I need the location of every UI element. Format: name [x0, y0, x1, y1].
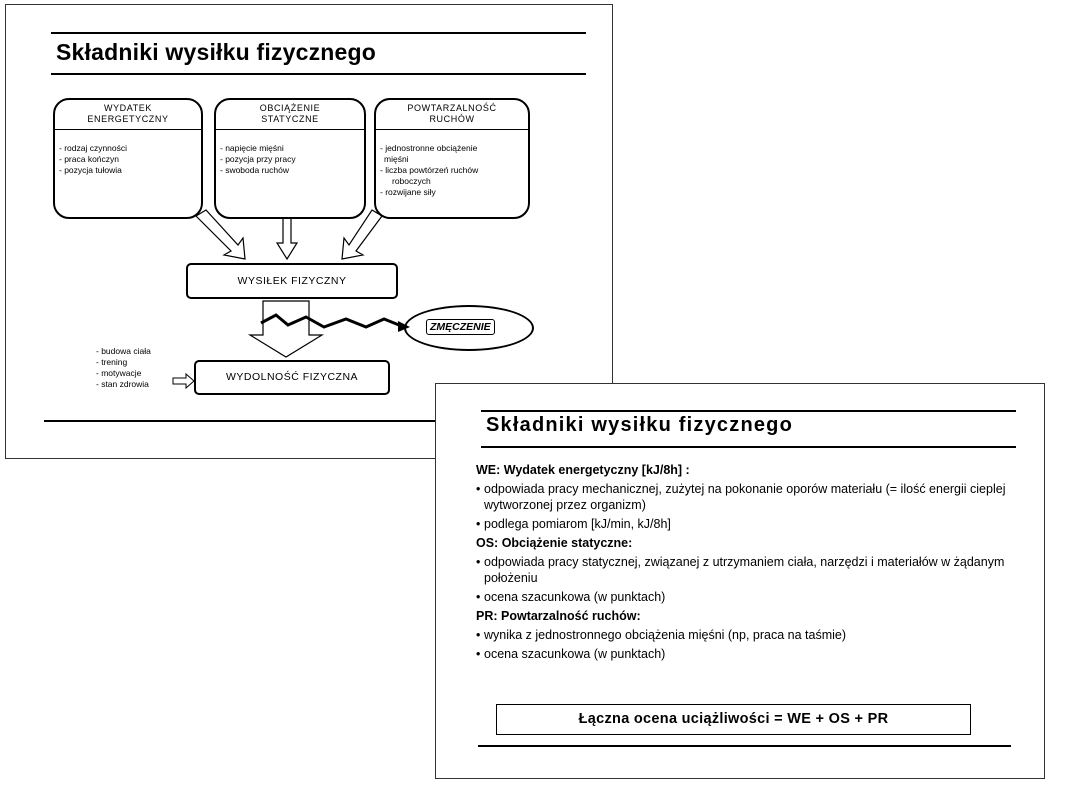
- arrow-down-capacity: [247, 300, 325, 358]
- box-static-divider: [216, 129, 364, 130]
- box-static-load: OBCIĄŻENIE STATYCZNE - napięcie mięśni -…: [214, 98, 366, 219]
- factor-item: - budowa ciała: [96, 346, 151, 356]
- box-energy-divider: [55, 129, 201, 130]
- factor-item: - motywacje: [96, 368, 142, 378]
- box-repetition-item: roboczych: [392, 176, 431, 186]
- box-repetition-item: - jednostronne obciążenie: [380, 143, 478, 153]
- box-static-head: OBCIĄŻENIE STATYCZNE: [216, 100, 364, 125]
- bullet-item: •wynika z jednostronnego obciążenia mięś…: [476, 628, 846, 642]
- bullet-item: •odpowiada pracy statycznej, związanej z…: [476, 554, 1036, 586]
- bullet-item: •ocena szacunkowa (w punktach): [476, 647, 666, 661]
- slide1-title: Składniki wysiłku fizycznego: [56, 39, 377, 65]
- s2-title-top-rule: [481, 410, 1016, 412]
- section-heading-os: OS: Obciążenie statyczne:: [476, 536, 633, 550]
- arrow-factors: [172, 372, 195, 390]
- section-heading-we: WE: Wydatek energetyczny [kJ/8h] :: [476, 463, 690, 477]
- box-repetition-item: - rozwijane siły: [380, 187, 436, 197]
- slide-diagram: Składniki wysiłku fizycznego WYDATEK ENE…: [5, 4, 613, 459]
- fatigue-zigzag: [260, 313, 405, 329]
- box-energy-expenditure: WYDATEK ENERGETYCZNY - rodzaj czynności …: [53, 98, 203, 219]
- box-repetition-head-line1: POWTARZALNOŚĆ: [407, 103, 497, 113]
- box-repetition-items: - jednostronne obciążenie mięśni - liczb…: [380, 143, 478, 198]
- box-energy-item: - praca kończyn: [59, 154, 119, 164]
- bullet-text: podlega pomiarom [kJ/min, kJ/8h]: [484, 517, 671, 531]
- bullet-item: •ocena szacunkowa (w punktach): [476, 590, 666, 604]
- fatigue-ellipse: ZMĘCZENIE: [404, 305, 534, 351]
- factor-item: - stan zdrowia: [96, 379, 149, 389]
- box-repetition-item: mięśni: [384, 154, 409, 164]
- bullet-text: odpowiada pracy mechanicznej, zużytej na…: [484, 482, 1006, 512]
- box-repetition-head-line2: RUCHÓW: [429, 114, 475, 124]
- section-heading-pr: PR: Powtarzalność ruchów:: [476, 609, 641, 623]
- box-energy-head: WYDATEK ENERGETYCZNY: [55, 100, 201, 125]
- fatigue-label: ZMĘCZENIE: [426, 319, 495, 335]
- box-energy-item: - rodzaj czynności: [59, 143, 128, 153]
- capacity-factors: - budowa ciała - trening - motywacje - s…: [96, 346, 151, 390]
- box-static-item: - pozycja przy pracy: [220, 154, 296, 164]
- bullet-text: odpowiada pracy statycznej, związanej z …: [484, 555, 1005, 585]
- slide2-body: WE: Wydatek energetyczny [kJ/8h] : •odpo…: [476, 460, 1036, 665]
- capacity-box: WYDOLNOŚĆ FIZYCZNA: [194, 360, 390, 395]
- box-movement-repetition: POWTARZALNOŚĆ RUCHÓW - jednostronne obci…: [374, 98, 530, 219]
- slide2-bottom-rule: [478, 745, 1011, 747]
- box-static-head-line1: OBCIĄŻENIE: [259, 103, 321, 113]
- box-energy-items: - rodzaj czynności - praca kończyn - poz…: [59, 143, 127, 176]
- box-static-item: - napięcie mięśni: [220, 143, 284, 153]
- box-repetition-item: - liczba powtórzeń ruchów: [380, 165, 479, 175]
- title-bottom-rule: [51, 73, 586, 75]
- bullet-item: •odpowiada pracy mechanicznej, zużytej n…: [476, 481, 1036, 513]
- title-top-rule: [51, 32, 586, 34]
- s2-title-bottom-rule: [481, 446, 1016, 448]
- bullet-text: wynika z jednostronnego obciążenia mięśn…: [484, 628, 846, 642]
- bullet-text: ocena szacunkowa (w punktach): [484, 590, 666, 604]
- slide2-title: Składniki wysiłku fizycznego: [486, 414, 794, 436]
- box-energy-head-line2: ENERGETYCZNY: [87, 114, 169, 124]
- slide-text: Składniki wysiłku fizycznego WE: Wydatek…: [435, 383, 1045, 779]
- total-formula-box: Łączna ocena uciążliwości = WE + OS + PR: [496, 704, 971, 735]
- box-repetition-head: POWTARZALNOŚĆ RUCHÓW: [376, 100, 528, 125]
- bullet-text: ocena szacunkowa (w punktach): [484, 647, 666, 661]
- box-energy-head-line1: WYDATEK: [103, 103, 153, 113]
- box-repetition-divider: [376, 129, 528, 130]
- box-static-items: - napięcie mięśni - pozycja przy pracy -…: [220, 143, 296, 176]
- box-static-head-line2: STATYCZNE: [261, 114, 319, 124]
- box-static-item: - swoboda ruchów: [220, 165, 289, 175]
- slide1-bottom-rule: [44, 420, 474, 422]
- box-energy-item: - pozycja tułowia: [59, 165, 122, 175]
- factor-item: - trening: [96, 357, 128, 367]
- arrow-left: [195, 209, 246, 260]
- bullet-item: •podlega pomiarom [kJ/min, kJ/8h]: [476, 517, 671, 531]
- arrow-right: [341, 209, 383, 260]
- effort-box: WYSIŁEK FIZYCZNY: [186, 263, 398, 299]
